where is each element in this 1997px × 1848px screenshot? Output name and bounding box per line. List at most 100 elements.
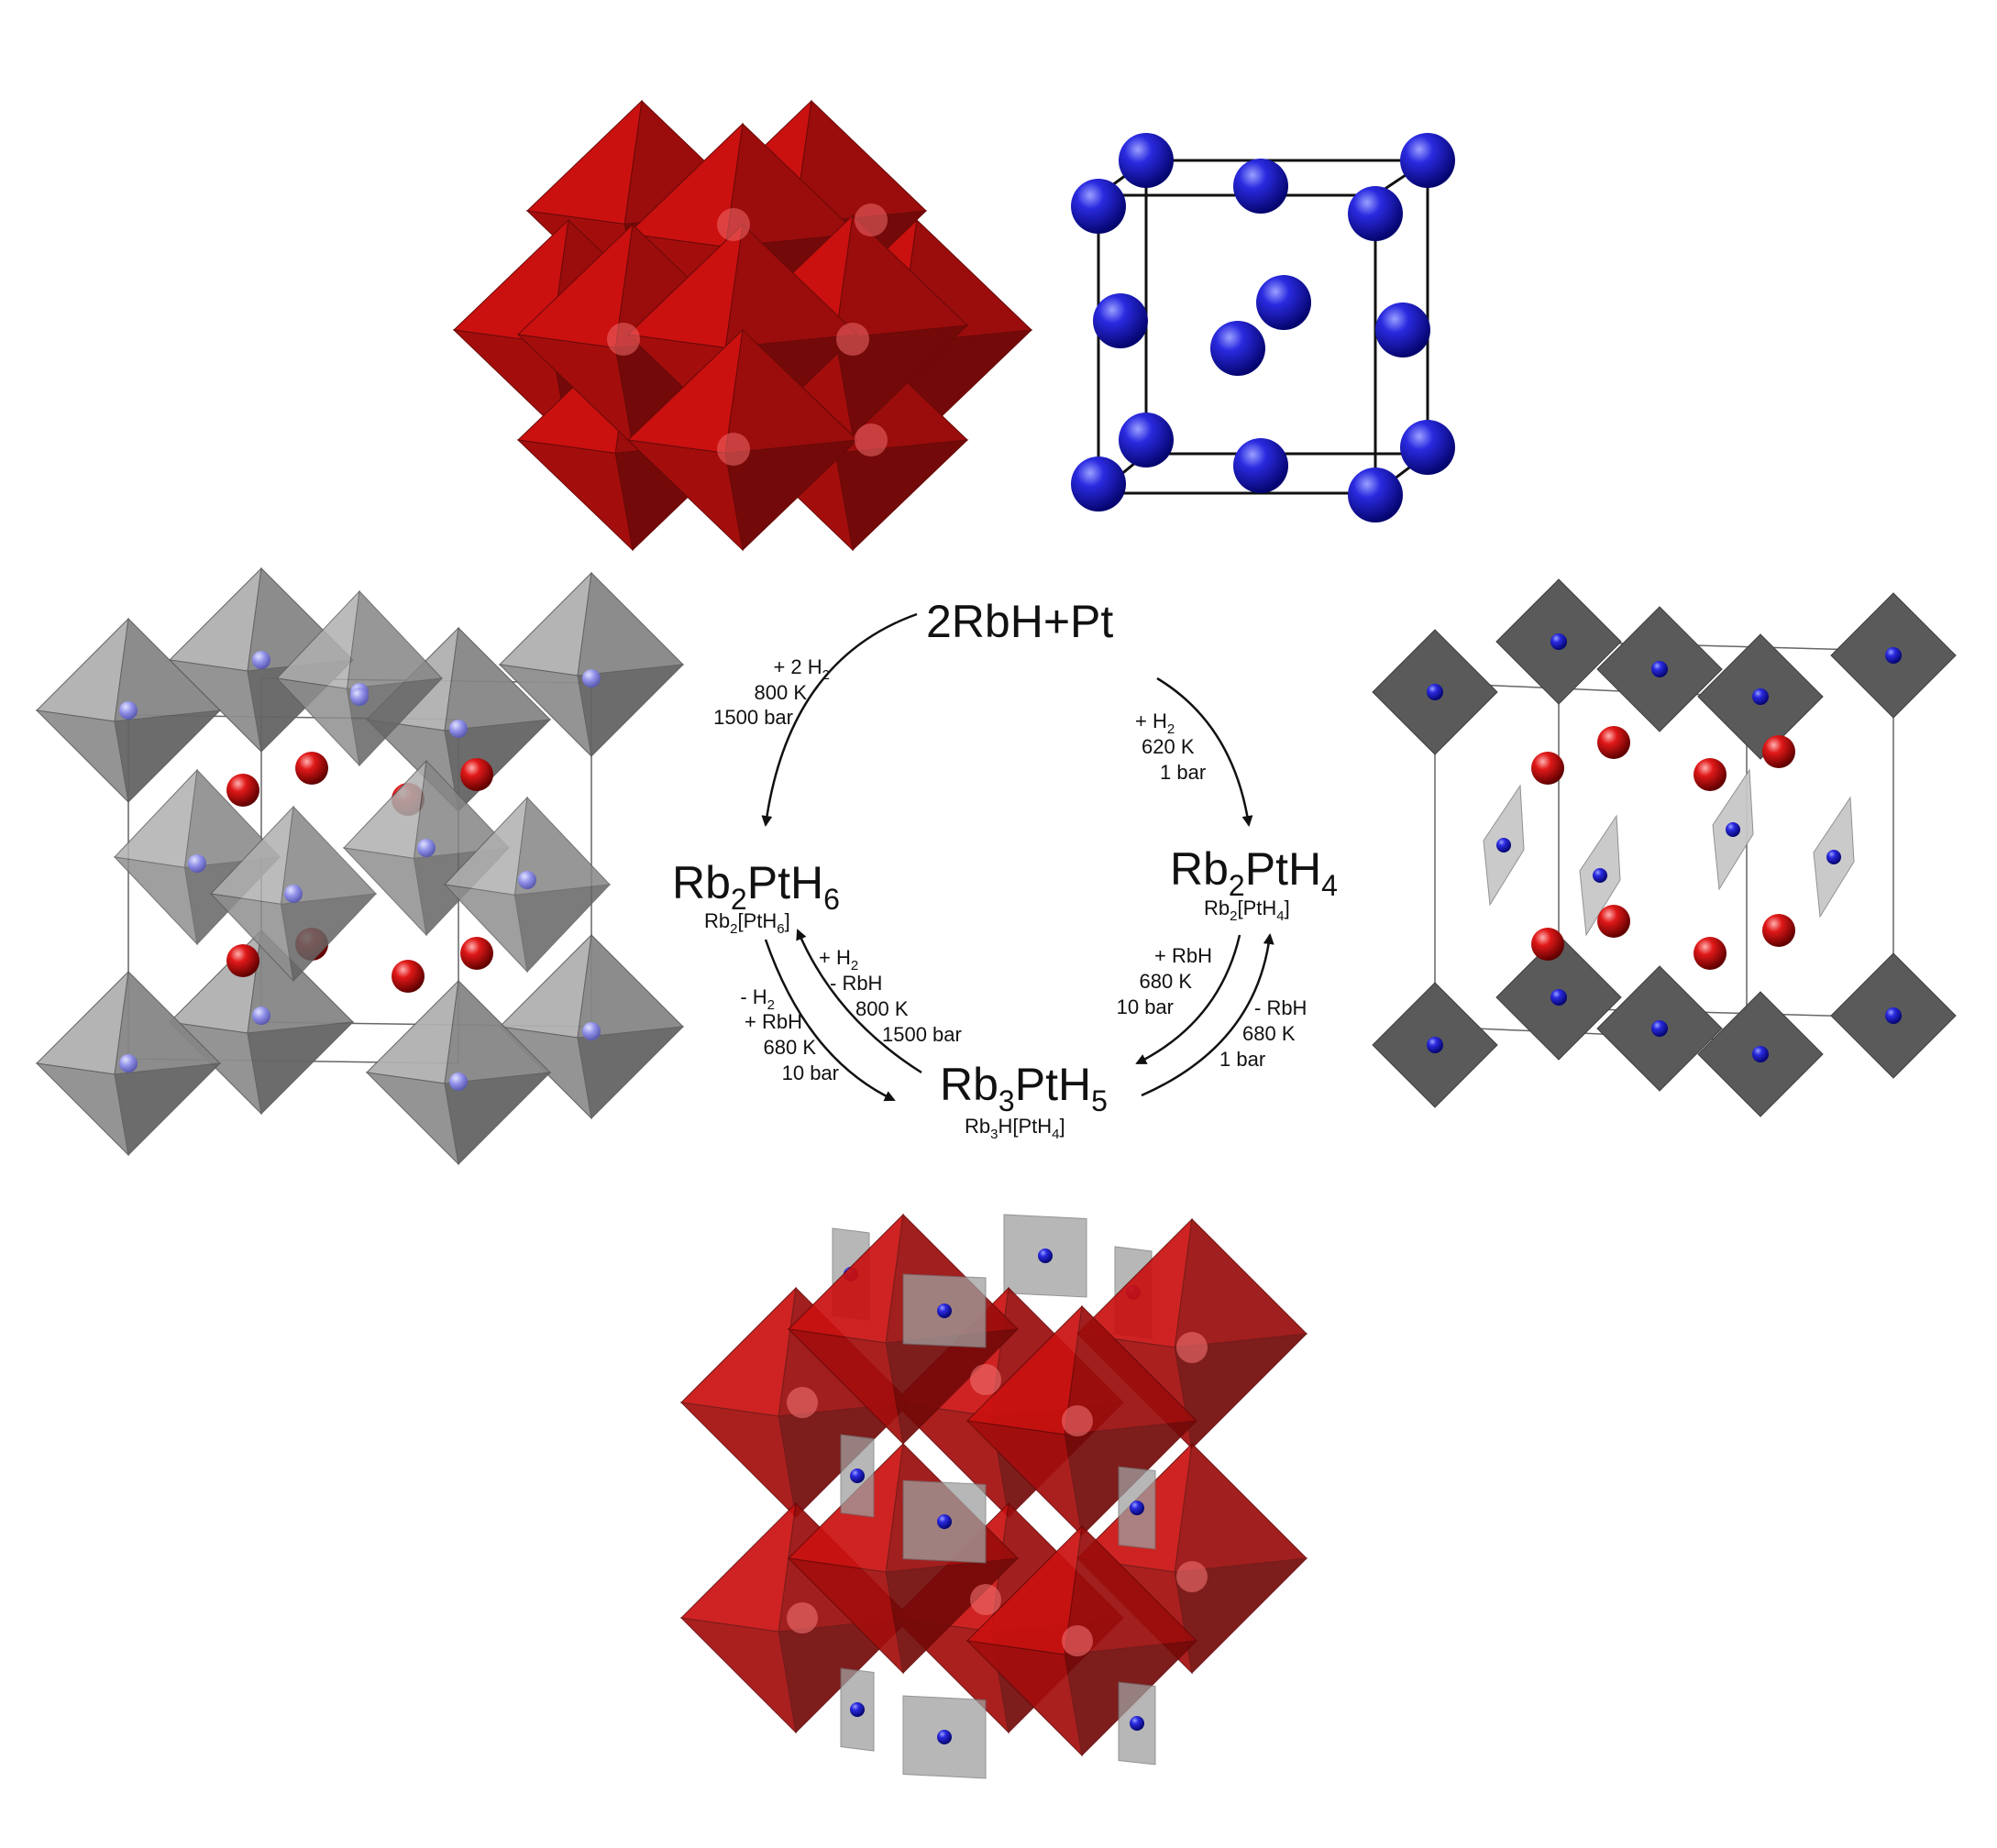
rb-atom xyxy=(1597,726,1630,759)
pt-atom xyxy=(582,669,601,688)
pt-atom xyxy=(937,1514,952,1529)
pt-atom xyxy=(582,1022,601,1040)
red-octahedron xyxy=(965,1524,1198,1757)
rb-atom xyxy=(1233,438,1288,493)
conditions-to-rb2pth4: + H2 620 K 1 bar xyxy=(1135,710,1206,784)
pt-atom xyxy=(1496,838,1511,852)
compound-rb3pth5-formula: Rb3H[PtH4] xyxy=(965,1115,1065,1142)
svg-text:620 K: 620 K xyxy=(1142,735,1195,758)
structure-rb2pth4-cell xyxy=(1372,578,1957,1117)
svg-text:+ H2: + H2 xyxy=(1135,710,1175,737)
svg-text:+ H2: + H2 xyxy=(819,946,858,974)
compound-rb2pth4-name: Rb2PtH4 xyxy=(1170,843,1338,902)
rb-atom xyxy=(1348,186,1403,241)
svg-text:1500 bar: 1500 bar xyxy=(713,706,793,729)
grey-octahedron xyxy=(275,589,444,767)
conditions-rb2pth6-to-rb3pth5: - H2 + RbH 680 K 10 bar xyxy=(740,985,839,1084)
rb-atom xyxy=(1119,412,1174,468)
pt-atom xyxy=(350,688,369,706)
rb-atom xyxy=(1531,928,1564,961)
rb-atom xyxy=(392,960,425,993)
pt-atom xyxy=(1752,688,1769,705)
pt-atom xyxy=(252,651,270,669)
svg-text:10 bar: 10 bar xyxy=(782,1062,839,1084)
rb-atom xyxy=(226,774,259,807)
rb-atom xyxy=(1348,468,1403,522)
conditions-rb2pth4-to-rb3pth5: + RbH 680 K 10 bar xyxy=(1117,944,1212,1018)
pt-atom xyxy=(1130,1716,1144,1731)
rb-atom xyxy=(460,758,493,791)
pt-atom xyxy=(1885,647,1902,664)
rb-atom xyxy=(1694,937,1727,970)
pt-atom xyxy=(449,720,468,738)
arrow-rb2pth4-to-rb3pth5 xyxy=(1135,934,1241,1065)
grey-octahedron xyxy=(209,805,378,983)
compound-rb3pth5-name: Rb3PtH5 xyxy=(940,1059,1108,1117)
rb-atom xyxy=(460,937,493,970)
conditions-to-rb2pth6: + 2 H2 800 K 1500 bar xyxy=(713,655,830,729)
pt-atom xyxy=(1038,1248,1053,1263)
rb-atom xyxy=(226,944,259,977)
arrow-rb3pth5-to-rb2pth6 xyxy=(796,929,922,1074)
rb-atom xyxy=(1233,159,1288,214)
reaction-arrows xyxy=(761,612,1274,1102)
arrow-to-rb2pth6 xyxy=(761,612,918,827)
pt-atom xyxy=(937,1304,952,1318)
rb-atom xyxy=(1531,752,1564,785)
pt-atom xyxy=(1427,684,1443,700)
rb-atom xyxy=(1400,420,1455,475)
rb-atom xyxy=(295,752,328,785)
rb-atom xyxy=(1093,293,1148,348)
svg-text:1 bar: 1 bar xyxy=(1160,761,1206,784)
rb-atom xyxy=(1071,179,1126,234)
inner-atom xyxy=(855,424,888,456)
compound-rb2pth4-formula: Rb2[PtH4] xyxy=(1204,896,1290,924)
rb-atom xyxy=(1400,133,1455,188)
svg-text:1 bar: 1 bar xyxy=(1219,1048,1265,1071)
pt-atom xyxy=(1752,1046,1769,1062)
inner-atom xyxy=(970,1584,1001,1615)
conditions-rb3pth5-to-rb2pth4: - RbH 680 K 1 bar xyxy=(1219,996,1307,1071)
grey-octahedron xyxy=(35,970,222,1157)
inner-atom xyxy=(607,323,640,356)
rb-atom xyxy=(1762,735,1795,768)
structure-rb3pth5 xyxy=(679,1213,1308,1779)
pt-atom xyxy=(937,1730,952,1744)
svg-text:+ RbH: + RbH xyxy=(1154,944,1212,967)
svg-text:800 K: 800 K xyxy=(855,997,909,1020)
inner-atom xyxy=(787,1387,818,1418)
inner-atom xyxy=(1176,1332,1208,1363)
pt-atom xyxy=(1130,1501,1144,1515)
compound-rb2pth6-formula: Rb2[PtH6] xyxy=(704,909,790,937)
pt-atom xyxy=(1427,1037,1443,1053)
grey-octahedron xyxy=(35,617,222,804)
structure-red-octahedra-top xyxy=(452,99,1033,552)
inner-atom xyxy=(1176,1561,1208,1592)
pt-atom xyxy=(850,1468,865,1483)
svg-text:- RbH: - RbH xyxy=(1254,996,1307,1019)
svg-text:680 K: 680 K xyxy=(1242,1022,1296,1045)
pt-atom xyxy=(1550,989,1567,1006)
pt-atom xyxy=(284,885,303,903)
inner-atom xyxy=(1062,1405,1093,1436)
cell-edge-back xyxy=(1144,159,1429,456)
rb-atom xyxy=(1597,905,1630,938)
rb-atom xyxy=(1119,133,1174,188)
svg-text:+ 2 H2: + 2 H2 xyxy=(773,655,830,683)
pt-atom xyxy=(1651,661,1668,677)
pt-atom xyxy=(1651,1020,1668,1037)
svg-text:10 bar: 10 bar xyxy=(1117,996,1174,1018)
rb-atom xyxy=(1256,275,1311,330)
rb-atom xyxy=(1071,456,1126,512)
structure-fcc-cell xyxy=(1071,133,1455,522)
inner-atom xyxy=(787,1602,818,1634)
arrow-rb2pth6-to-rb3pth5 xyxy=(764,939,896,1102)
svg-text:800 K: 800 K xyxy=(755,681,808,704)
pt-atom xyxy=(1726,822,1740,837)
grey-octahedron xyxy=(443,796,612,974)
arrow-rb3pth5-to-rb2pth4 xyxy=(1141,933,1274,1097)
svg-text:680 K: 680 K xyxy=(1140,970,1193,993)
pt-atom xyxy=(449,1072,468,1091)
pt-atom xyxy=(1593,868,1607,883)
